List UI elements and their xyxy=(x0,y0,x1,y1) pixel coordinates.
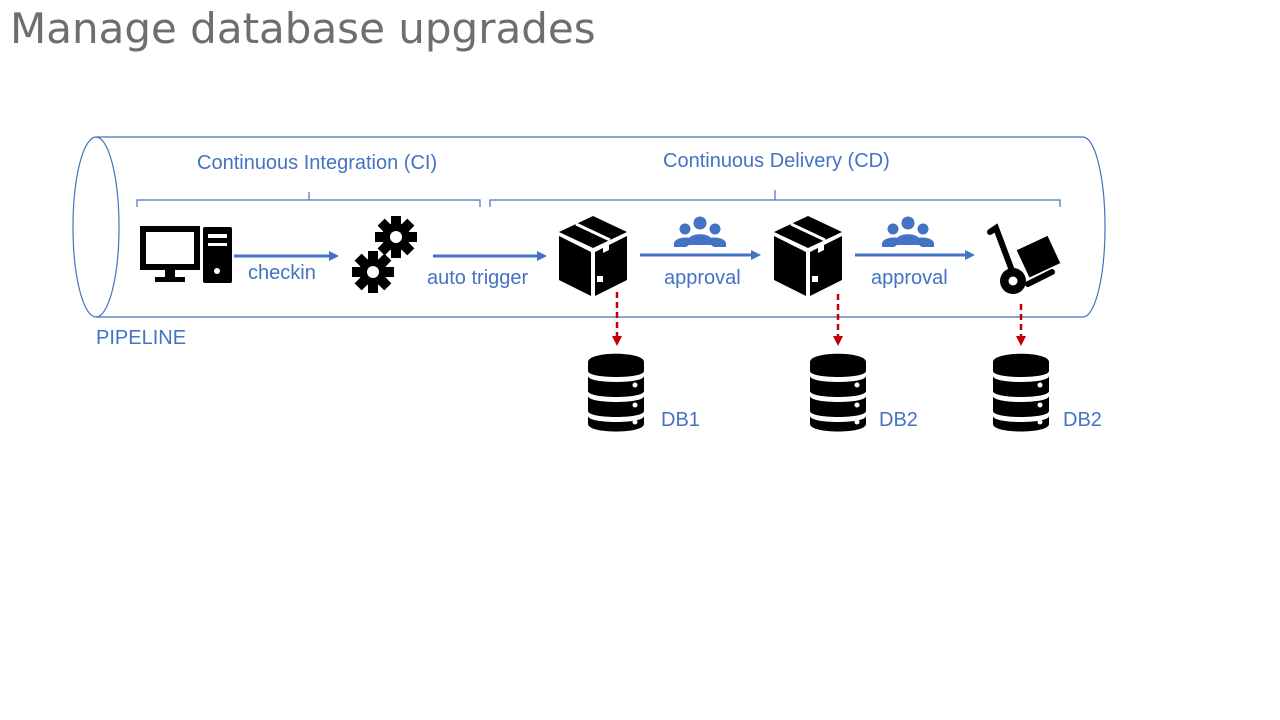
pipeline-label: PIPELINE xyxy=(96,327,187,349)
package-icon xyxy=(772,214,844,298)
page-title: Manage database upgrades xyxy=(10,4,596,53)
package-icon xyxy=(557,214,629,298)
database-icon xyxy=(993,353,1049,432)
pipeline-tube xyxy=(72,136,1106,318)
approval-label: approval xyxy=(871,267,948,289)
gears-icon xyxy=(352,216,417,293)
users-icon xyxy=(882,216,934,247)
computer-icon xyxy=(140,226,232,283)
db2-label: DB2 xyxy=(1063,409,1102,431)
db1-label: DB1 xyxy=(661,409,700,431)
auto-trigger-label: auto trigger xyxy=(427,267,529,289)
approval-label: approval xyxy=(664,267,741,289)
db2-label: DB2 xyxy=(879,409,918,431)
cd-brace xyxy=(489,190,1061,207)
hand-truck-icon xyxy=(987,223,1061,294)
cd-label: Continuous Delivery (CD) xyxy=(663,150,890,172)
database-icon xyxy=(588,353,644,432)
users-icon xyxy=(674,216,726,247)
ci-brace xyxy=(136,192,481,207)
ci-label: Continuous Integration (CI) xyxy=(197,152,438,174)
checkin-label: checkin xyxy=(248,262,316,284)
database-icon xyxy=(810,353,866,432)
